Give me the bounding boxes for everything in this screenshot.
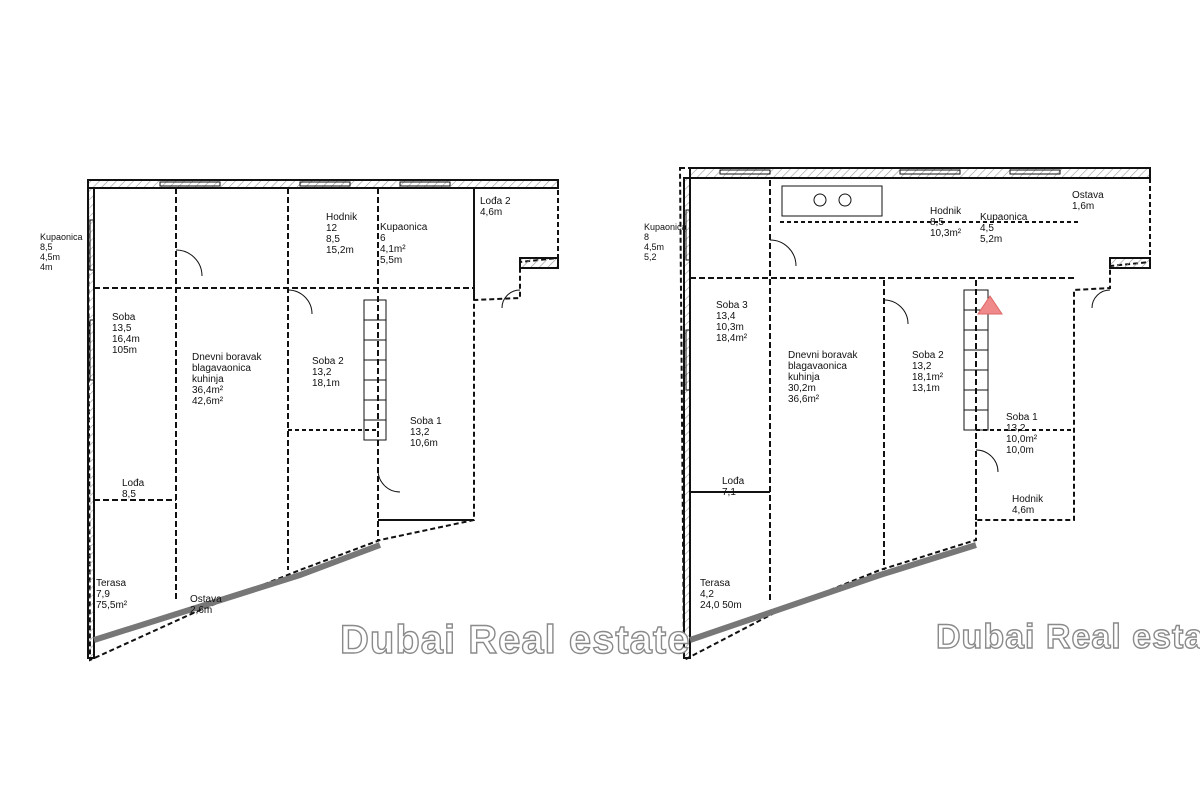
left-room-label-1: Kupaonica 8,5 4,5m 4m [40,232,83,272]
right-floor-plan [678,167,1151,662]
right-room-label-3: Dnevni boravak blagavaonica kuhinja 30,2… [788,350,858,405]
right-doors [769,239,1111,473]
watermark-right: Dubai Real estate [935,617,1200,656]
left-floor-plan [86,179,559,662]
right-balcony-rail [1109,257,1151,269]
left-room-label-9: Lođa 8,5 [122,478,145,500]
left-side-wall [87,187,95,659]
left-stair [363,299,387,441]
left-room-label-2: Soba 13,5 16,4m 105m [112,312,140,356]
right-outer-walls [678,167,1151,662]
right-room-label-6: Soba 2 13,2 18,1m² 13,1m [912,350,944,394]
left-outer-walls [86,179,559,662]
left-windows [89,181,451,381]
left-room-label-7: Soba 1 13,2 10,6m [410,416,442,449]
right-room-label-4: Hodnik 8,5 10,3m² [930,206,962,239]
right-room-label-8: Terasa 4,2 24,0 50m [700,578,742,611]
right-room-label-5: Kupaonica 4,5 5,2m [980,212,1028,245]
right-kitchen-counter [781,185,883,217]
right-room-label-9: Lođa 7,1 [722,476,745,498]
right-room-label-1: Kupaonica 8 4,5m 5,2 [644,222,687,262]
right-windows [685,169,1061,391]
watermark-left: Dubai Real estate [339,617,691,662]
left-room-label-8: Terasa 7,9 75,5m² [96,578,128,611]
left-room-label-5: Kupaonica 6 4,1m² 5,5m [380,222,428,266]
right-room-label-11: Ostava 1,6m [1072,190,1104,212]
right-room-label-10: Hodnik 4,6m [1012,494,1044,516]
right-room-label-7: Soba 1 13,2 10,0m² 10,0m [1006,412,1038,456]
left-bottom-sill [93,542,382,643]
left-room-label-6: Soba 2 13,2 18,1m [312,356,344,389]
left-room-label-3: Dnevni boravak blagavaonica kuhinja 36,4… [192,352,262,407]
right-stair [963,289,989,431]
right-bottom-sill [689,542,977,643]
right-side-wall [683,177,691,659]
right-top-wall [689,167,1151,179]
left-top-wall [87,179,559,189]
right-room-label-2: Soba 3 13,4 10,3m 18,4m² [716,300,748,344]
left-room-label-10: Ostava 2,6m [190,594,222,616]
left-balcony-rail [519,257,559,269]
location-marker-icon [977,295,1003,315]
left-room-label-4: Hodnik 12 8,5 15,2m [326,212,358,256]
left-room-label-11: Lođa 2 4,6m [480,196,511,218]
left-doors [175,249,521,493]
